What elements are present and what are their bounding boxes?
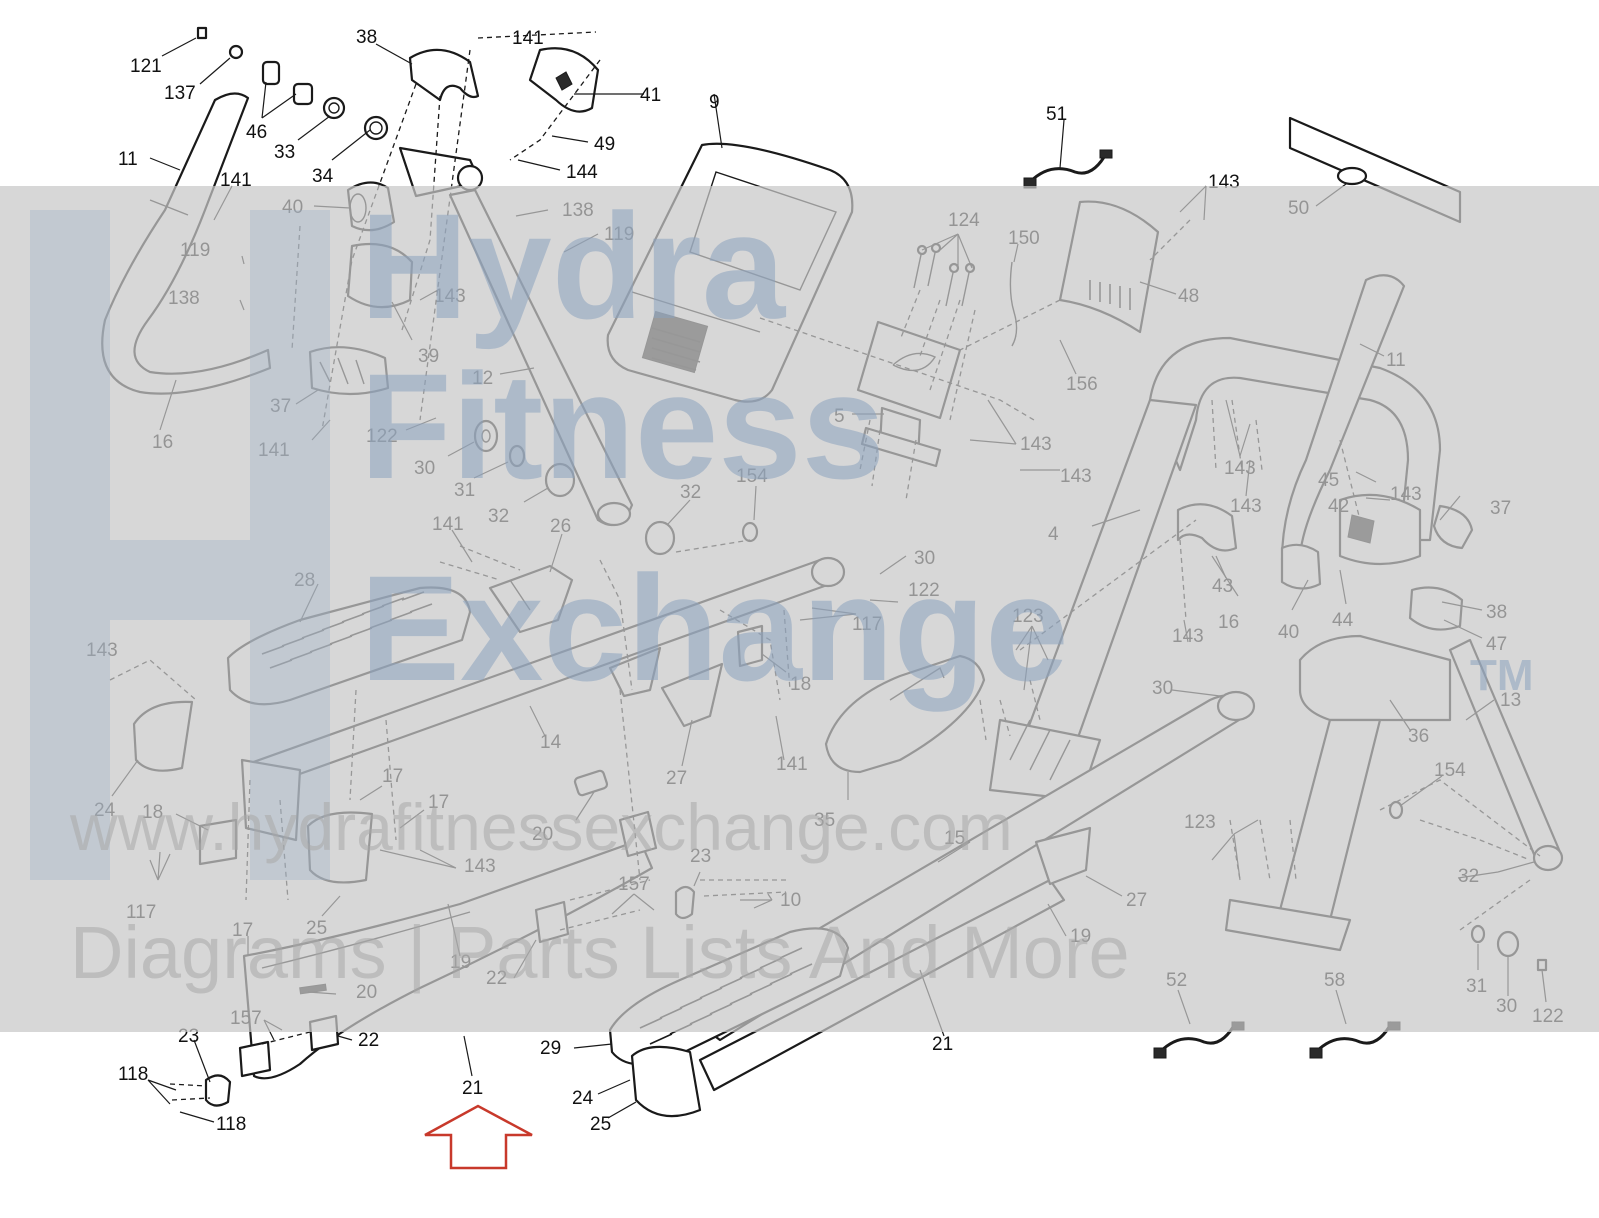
callout-38-top: 38 [356,27,377,48]
callout-118-top: 118 [118,1064,148,1085]
callout-137: 137 [164,83,196,104]
watermark: Hydra Fitness Exchange TM www.hydrafitne… [0,182,1599,1032]
watermark-trademark: TM [1470,651,1534,700]
callout-25-right: 25 [590,1114,611,1135]
watermark-brand-line1: Hydra [360,182,787,350]
highlight-arrow [424,1104,533,1170]
watermark-brand-line3: Exchange [360,544,1069,712]
callout-49: 49 [594,134,615,155]
watermark-brand-line2: Fitness [360,342,885,510]
watermark-logo-mark [30,210,330,880]
end-caps-24-25-right [630,1045,702,1118]
callout-141-left: 141 [220,170,252,191]
callout-41: 41 [640,85,661,106]
callout-121: 121 [130,56,162,77]
callout-144: 144 [566,162,598,183]
callout-34: 34 [312,166,334,187]
callout-21-right: 21 [932,1034,953,1055]
callout-22-lower: 22 [358,1030,379,1051]
callout-33: 33 [274,142,295,163]
callout-141-top: 141 [512,28,544,49]
watermark-website: www.hydrafitnessexchange.com [69,790,1013,864]
callout-51: 51 [1046,104,1067,125]
callout-11-left: 11 [118,149,138,170]
cable-51 [1023,149,1113,189]
callout-21-highlighted: 21 [462,1078,483,1099]
callout-46: 46 [246,122,267,143]
callout-118-bottom: 118 [216,1114,246,1135]
watermark-tagline: Diagrams | Parts Lists And More [70,911,1130,994]
pivot-hardware-top [196,26,389,141]
callout-9: 9 [709,92,720,113]
watermark-band [0,186,1599,1032]
cap-38-upper [408,48,480,102]
callout-29: 29 [540,1038,561,1059]
callout-24-right: 24 [572,1088,594,1109]
